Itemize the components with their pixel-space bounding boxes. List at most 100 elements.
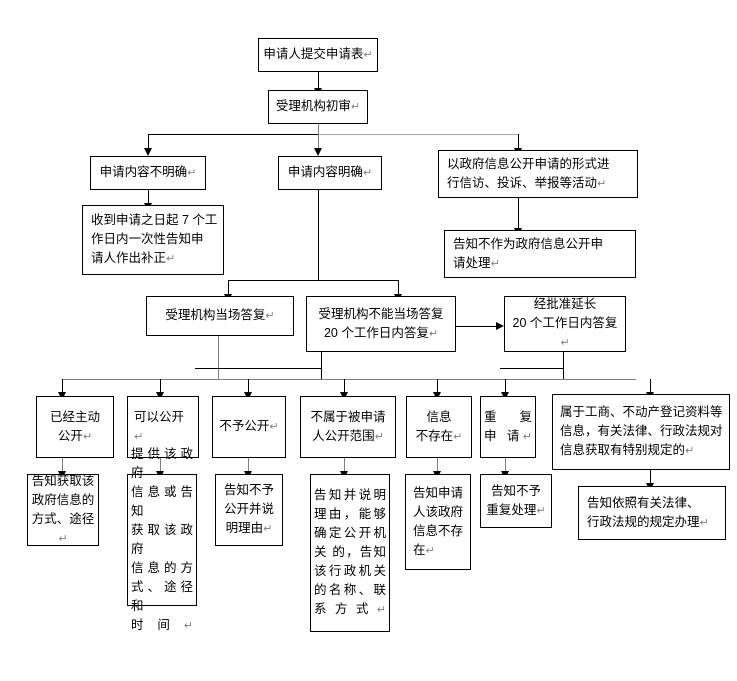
result-refuse-with-reason[interactable]: 告知不予 公开并说 明理由↵ xyxy=(215,474,283,546)
split-bar-row2-right xyxy=(318,134,518,135)
branch-special-registry-info[interactable]: 属于工商、不动产登记资料等 信息，有关法律、行政法规对 信息获取有特别规定的↵ xyxy=(552,394,730,470)
feed-from-n9 xyxy=(321,352,322,379)
connector-b3-r3 xyxy=(248,458,249,474)
branch-not-disclosed[interactable]: 不予公开↵ xyxy=(212,396,286,458)
arrowhead-n10 xyxy=(496,321,504,330)
node-label: 受理机构初审↵ xyxy=(275,99,361,113)
drop-to-n4 xyxy=(318,134,319,150)
drop-to-b5 xyxy=(437,379,438,395)
drop-to-n8 xyxy=(228,280,229,296)
feed-from-n8 xyxy=(218,336,219,379)
arrowhead-n3 xyxy=(143,148,152,156)
node-cannot-answer-on-spot[interactable]: 受理机构不能当场答复 20 个工作日内答复↵ xyxy=(306,296,456,352)
node-label: 告知不予 公开并说 明理由↵ xyxy=(223,483,274,535)
node-label: 受理机构不能当场答复 20 个工作日内答复↵ xyxy=(318,306,444,340)
connector-b6-r6 xyxy=(505,458,506,474)
return-mark: ↵ xyxy=(699,516,709,529)
connector-b5-r5 xyxy=(437,458,438,474)
branch-out-of-scope[interactable]: 不属于被申请 人公开范围↵ xyxy=(300,396,396,458)
return-mark: ↵ xyxy=(522,430,532,443)
node-approved-extension[interactable]: 经批准延长 20 个工作日内答复↵ xyxy=(504,296,626,352)
node-label: 信息 不存在↵ xyxy=(415,409,463,443)
return-mark: ↵ xyxy=(453,430,463,443)
node-label: 提供该政府 信息或告知 获取该政府 信 息 的 方 式、途径和 时间↵ xyxy=(131,446,193,632)
drop-to-b6 xyxy=(505,379,506,395)
return-mark: ↵ xyxy=(597,177,607,190)
connector-n2-down xyxy=(318,124,319,135)
return-mark: ↵ xyxy=(134,430,144,443)
node-notify-correction[interactable]: 收到申请之日起 7 个工 作日内一次性告知申 请人作出补正↵ xyxy=(82,205,224,275)
return-mark: ↵ xyxy=(58,532,68,545)
return-mark: ↵ xyxy=(265,310,275,322)
drop-to-b4 xyxy=(344,379,345,395)
result-inform-not-exist[interactable]: 告知申请 人该政府 信息不存 在↵ xyxy=(405,474,471,570)
node-label: 不属于被申请 人公开范围↵ xyxy=(310,409,386,443)
node-label: 告知获取该 政府信息的 方式、途径↵ xyxy=(31,473,95,545)
node-label: 受理机构当场答复↵ xyxy=(165,308,275,322)
return-mark: ↵ xyxy=(350,101,361,113)
arrowhead-n4 xyxy=(313,148,322,156)
node-label: 告知申请 人该政府 信息不存 在↵ xyxy=(413,485,464,557)
return-mark: ↵ xyxy=(363,49,373,61)
node-label: 告知不予 重复处理↵ xyxy=(486,483,546,517)
drop-to-b3 xyxy=(248,379,249,395)
feed-from-n10 xyxy=(563,352,564,379)
node-label: 告知并说明 理由，能够 确定公开机 关 的，告知 该行政机关 的名称、联 系方式… xyxy=(314,488,386,616)
connector-n4-down xyxy=(318,190,319,281)
return-mark: ↵ xyxy=(560,337,570,349)
branch-already-disclosed[interactable]: 已经主动 公开↵ xyxy=(36,396,114,458)
node-label: 收到申请之日起 7 个工 作日内一次性告知申 请人作出补正↵ xyxy=(91,213,218,265)
node-label: 重 复 申 请↵ xyxy=(484,409,532,443)
connector-n9-n10 xyxy=(456,326,500,327)
node-initial-review[interactable]: 受理机构初审↵ xyxy=(268,90,368,124)
return-mark: ↵ xyxy=(183,619,193,632)
branch-may-disclose[interactable]: 可以公开 ↵ xyxy=(127,396,199,458)
node-label: 属于工商、不动产登记资料等 信息，有关法律、行政法规对 信息获取有特别规定的↵ xyxy=(560,405,723,457)
connector-n3-n6 xyxy=(148,190,149,205)
return-mark: ↵ xyxy=(362,167,373,179)
split-bar-row2-left xyxy=(148,134,320,135)
return-mark: ↵ xyxy=(269,421,279,433)
result-no-repeat-processing[interactable]: 告知不予 重复处理↵ xyxy=(480,474,552,528)
node-label: 可以公开 ↵ xyxy=(134,409,185,443)
result-explain-and-redirect[interactable]: 告知并说明 理由，能够 确定公开机 关 的，告知 该行政机关 的名称、联 系方式… xyxy=(310,474,390,632)
node-label: 经批准延长 20 个工作日内答复↵ xyxy=(512,297,618,349)
return-mark: ↵ xyxy=(376,604,386,616)
node-content-unclear[interactable]: 申请内容不明确↵ xyxy=(90,156,206,190)
result-tell-access-method[interactable]: 告知获取该 政府信息的 方式、途径↵ xyxy=(27,474,99,546)
connector-n5-n7 xyxy=(518,198,519,230)
branch-repeat-request[interactable]: 重 复 申 请↵ xyxy=(480,396,536,458)
connector-b4-r4 xyxy=(344,458,345,474)
connector-n1-n2 xyxy=(318,72,319,91)
return-mark: ↵ xyxy=(263,523,273,535)
node-label: 告知不作为政府信息公开申 请处理↵ xyxy=(453,236,604,270)
split-bar-branches xyxy=(62,379,636,380)
node-label: 不予公开↵ xyxy=(219,419,279,433)
branch-info-not-exist[interactable]: 信息 不存在↵ xyxy=(406,396,472,458)
node-submit-application[interactable]: 申请人提交申请表↵ xyxy=(258,38,378,72)
node-petition-form[interactable]: 以政府信息公开申请的形式进 行信访、投诉、举报等活动↵ xyxy=(438,150,638,198)
return-mark: ↵ xyxy=(187,167,197,179)
drop-to-n5 xyxy=(518,134,519,150)
node-label: 告知依照有关法律、 行政法规的规定办理↵ xyxy=(587,495,709,529)
node-content-clear[interactable]: 申请内容明确↵ xyxy=(278,156,382,190)
return-mark: ↵ xyxy=(166,253,176,265)
drop-to-b7 xyxy=(650,379,651,395)
result-handle-per-regulations[interactable]: 告知依照有关法律、 行政法规的规定办理↵ xyxy=(578,486,726,540)
return-mark: ↵ xyxy=(428,327,439,340)
connector-b7-r7 xyxy=(650,470,651,486)
node-not-treated-as-request[interactable]: 告知不作为政府信息公开申 请处理↵ xyxy=(444,230,636,278)
return-mark: ↵ xyxy=(425,544,435,557)
node-label: 申请人提交申请表↵ xyxy=(263,47,373,61)
drop-to-b2 xyxy=(160,379,161,395)
feed-from-n9-elbow xyxy=(195,368,321,369)
connector-b2-r2 xyxy=(160,458,161,474)
result-provide-or-tell-method[interactable]: 提供该政府 信息或告知 获取该政府 信 息 的 方 式、途径和 时间↵ xyxy=(127,447,197,632)
return-mark: ↵ xyxy=(374,430,384,443)
return-mark: ↵ xyxy=(82,430,93,443)
return-mark: ↵ xyxy=(685,445,695,457)
node-answer-on-spot[interactable]: 受理机构当场答复↵ xyxy=(146,296,294,336)
drop-to-b1 xyxy=(62,379,63,395)
return-mark: ↵ xyxy=(536,504,546,517)
